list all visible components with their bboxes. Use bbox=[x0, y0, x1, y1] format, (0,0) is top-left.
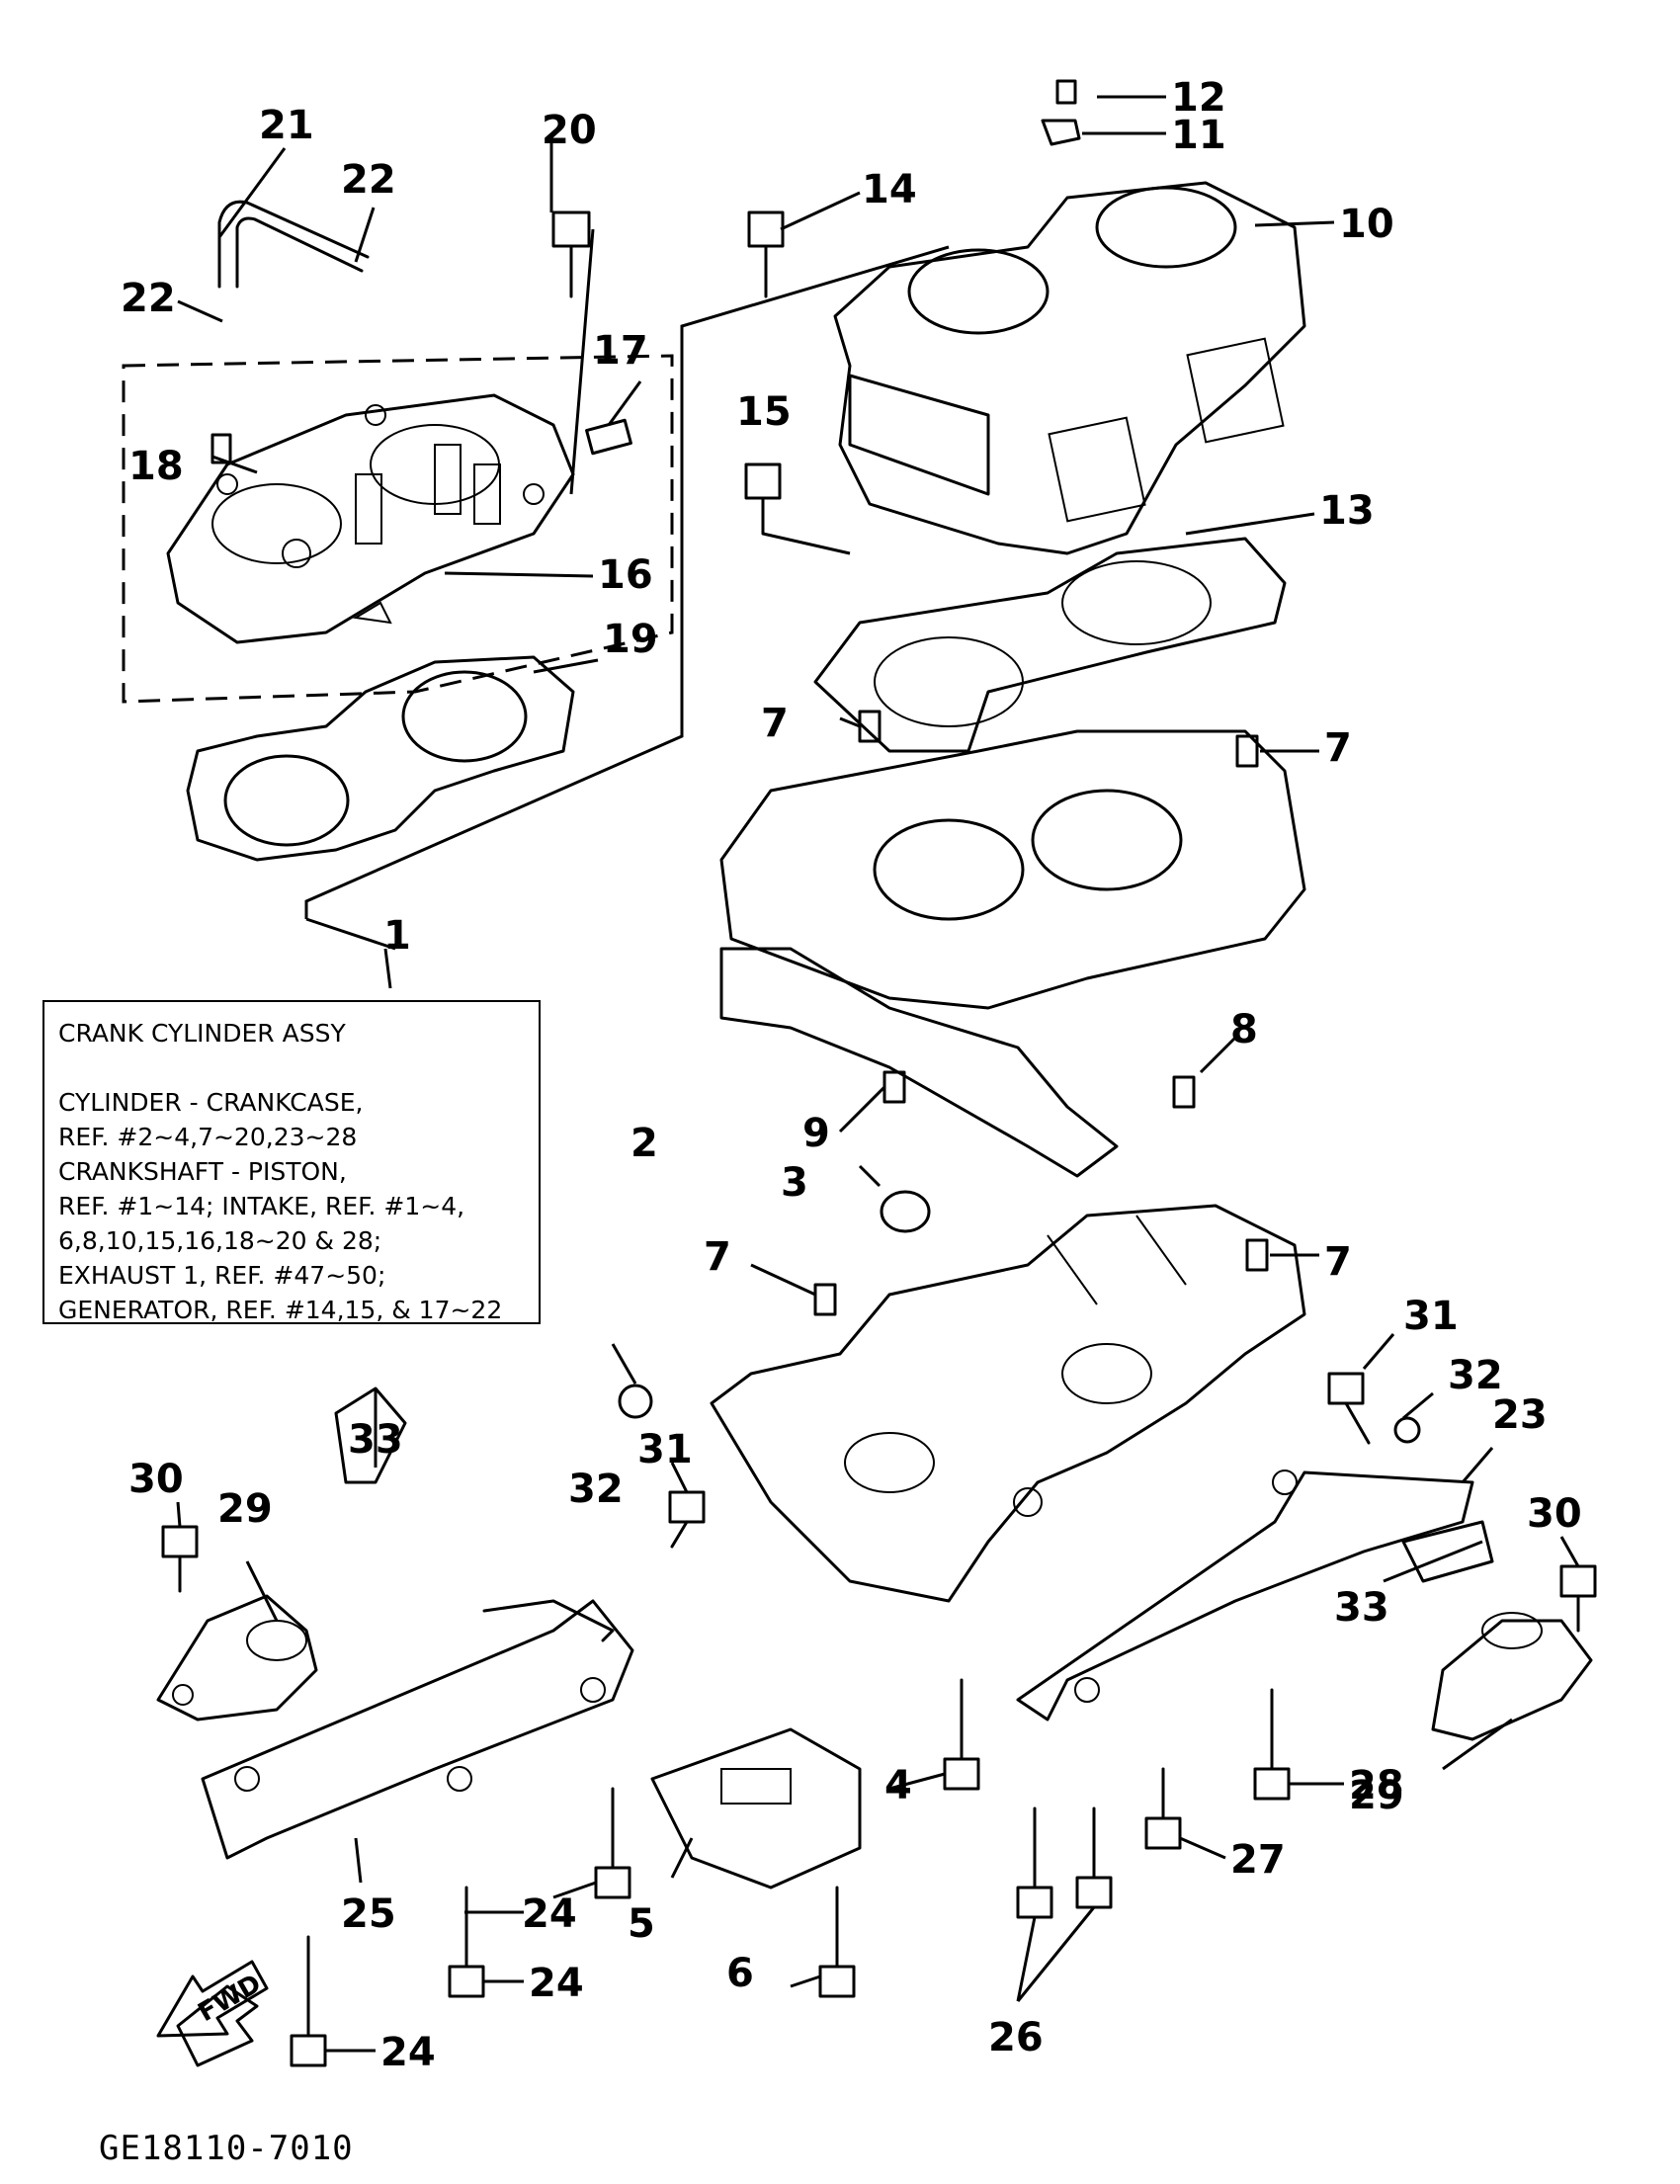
assembly-title: CRANK CYLINDER ASSY bbox=[58, 1019, 346, 1048]
forward-arrow-icon: FWD bbox=[156, 1960, 269, 2038]
callout-33-a: 33 bbox=[348, 1417, 403, 1463]
callout-12: 12 bbox=[1171, 75, 1226, 121]
callout-32-a: 32 bbox=[1448, 1353, 1503, 1398]
assembly-ref-line: REF. #1~14; INTAKE, REF. #1~4, bbox=[58, 1192, 465, 1220]
rubber-mount-left bbox=[156, 1594, 318, 1722]
callout-25: 25 bbox=[341, 1891, 396, 1937]
callout-30-a: 30 bbox=[128, 1457, 184, 1502]
callout-28: 28 bbox=[1349, 1763, 1404, 1808]
leader-lines bbox=[176, 95, 1580, 2053]
callout-24-c: 24 bbox=[380, 2030, 436, 2075]
assembly-ref-line: EXHAUST 1, REF. #47~50; bbox=[58, 1261, 386, 1290]
callout-21: 21 bbox=[259, 103, 314, 148]
callout-20: 20 bbox=[542, 108, 597, 153]
drawing-code: GE18110-7010 bbox=[99, 2129, 354, 2168]
callout-30-b: 30 bbox=[1527, 1491, 1582, 1537]
callout-7-a: 7 bbox=[761, 701, 789, 746]
callout-29-a: 29 bbox=[217, 1486, 273, 1532]
callout-10: 10 bbox=[1339, 202, 1394, 247]
callout-29-b: 29 bbox=[1349, 1773, 1404, 1818]
callout-6: 6 bbox=[726, 1951, 754, 1996]
callout-16: 16 bbox=[598, 552, 653, 598]
callout-26: 26 bbox=[988, 2015, 1044, 2060]
lower-crankcase bbox=[710, 1204, 1306, 1603]
cylinder-head-gasket bbox=[186, 655, 575, 862]
assembly-ref-line: REF. #2~4,7~20,23~28 bbox=[58, 1123, 358, 1151]
callout-24-a: 24 bbox=[522, 1891, 577, 1937]
callout-32-b: 32 bbox=[568, 1467, 624, 1512]
upper-crankcase bbox=[719, 729, 1306, 1178]
water-hose bbox=[217, 200, 370, 289]
engine-mount-bracket-left bbox=[201, 1599, 634, 1860]
callout-22-b: 22 bbox=[121, 276, 176, 321]
cylinder-head-cover bbox=[166, 393, 575, 644]
small-parts bbox=[176, 79, 1494, 2067]
callout-labels: 1 2 3 4 5 6 7 7 7 7 8 9 10 11 12 13 14 1… bbox=[121, 75, 1582, 2075]
callout-19: 19 bbox=[603, 617, 658, 662]
callout-22-a: 22 bbox=[341, 157, 396, 203]
callout-33-b: 33 bbox=[1334, 1585, 1389, 1631]
assembly-ref-line: CRANKSHAFT - PISTON, bbox=[58, 1157, 347, 1186]
rubber-mount-right bbox=[1431, 1612, 1593, 1741]
damper-bracket bbox=[650, 1727, 862, 1890]
cylinder-base-gasket bbox=[813, 537, 1287, 753]
callout-17: 17 bbox=[593, 328, 648, 374]
callout-8: 8 bbox=[1230, 1007, 1258, 1052]
callout-3: 3 bbox=[781, 1160, 808, 1206]
assembly-group-outline bbox=[122, 245, 950, 989]
cylinder-block bbox=[833, 181, 1306, 555]
callout-27: 27 bbox=[1230, 1837, 1286, 1883]
assembly-ref-line: CYLINDER - CRANKCASE, bbox=[58, 1088, 364, 1117]
engine-mount-bracket-right bbox=[1016, 1470, 1474, 1722]
forward-label: FWD bbox=[194, 1969, 267, 2028]
callout-23: 23 bbox=[1492, 1392, 1548, 1438]
callout-7-d: 7 bbox=[704, 1234, 731, 1280]
callout-24-b: 24 bbox=[529, 1961, 584, 2006]
callout-31-b: 31 bbox=[637, 1427, 693, 1472]
callout-11: 11 bbox=[1171, 113, 1226, 158]
callout-7-c: 7 bbox=[1324, 1239, 1352, 1285]
callout-14: 14 bbox=[862, 167, 917, 212]
callout-31-a: 31 bbox=[1403, 1294, 1459, 1339]
assembly-ref-line: GENERATOR, REF. #14,15, & 17~22 bbox=[58, 1296, 503, 1324]
callout-7-b: 7 bbox=[1324, 725, 1352, 771]
callout-13: 13 bbox=[1319, 488, 1375, 534]
callout-18: 18 bbox=[128, 444, 184, 489]
callout-15: 15 bbox=[736, 389, 792, 435]
callout-9: 9 bbox=[802, 1111, 830, 1156]
assembly-reference-box: CRANK CYLINDER ASSY CYLINDER - CRANKCASE… bbox=[42, 1000, 541, 1324]
callout-5: 5 bbox=[628, 1901, 655, 1947]
assembly-ref-line: 6,8,10,15,16,18~20 & 28; bbox=[58, 1226, 382, 1255]
callout-2: 2 bbox=[630, 1121, 658, 1166]
callout-1: 1 bbox=[383, 913, 411, 959]
callout-4: 4 bbox=[884, 1763, 912, 1808]
